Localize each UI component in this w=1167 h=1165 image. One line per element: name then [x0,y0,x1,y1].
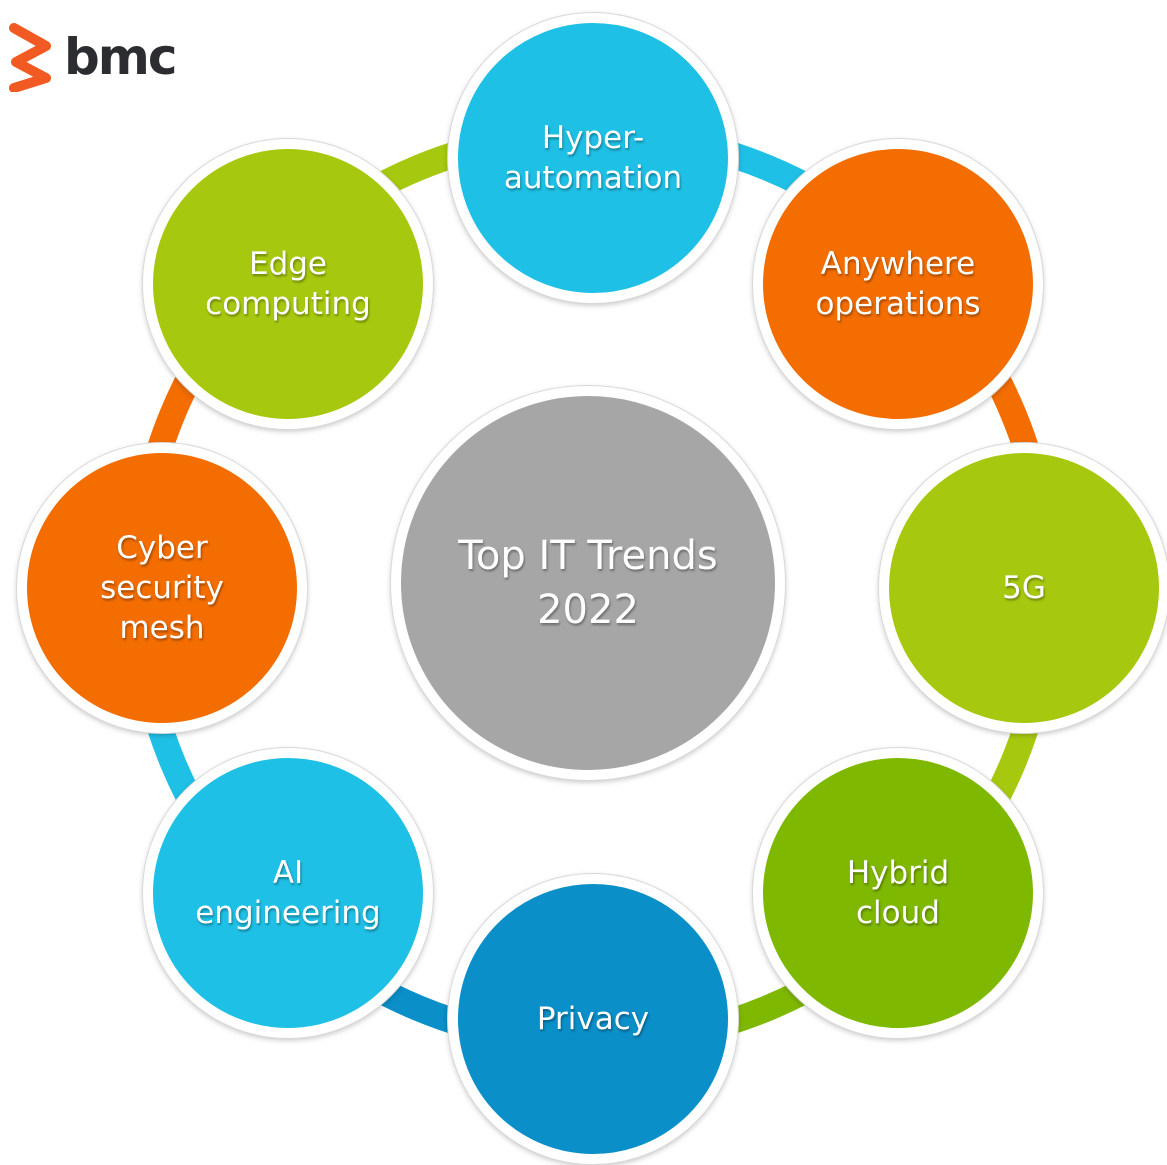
node-label: Hybrid cloud [846,855,950,931]
node-edge-computing: Edge computing [143,139,433,429]
bmc-logo: bmc [6,22,178,92]
node-label: Edge computing [205,246,371,322]
node-label: Hyper- automation [503,120,683,196]
node-ai-engineering: AI engineering [143,748,433,1038]
node-privacy: Privacy [448,874,738,1164]
node-label: Cyber security mesh [100,530,224,646]
center-topic-label: Top IT Trends 2022 [458,533,718,633]
node-label: Anywhere operations [815,246,981,322]
node-5g: 5G [879,443,1167,733]
node-hyper-automation: Hyper- automation [448,13,738,303]
bmc-chevron-icon [9,23,51,92]
center-topic: Top IT Trends 2022 [391,386,785,780]
node-anywhere-operations: Anywhere operations [753,139,1043,429]
node-label: Privacy [536,1001,650,1037]
node-cyber-security-mesh: Cyber security mesh [17,443,307,733]
node-hybrid-cloud: Hybrid cloud [753,748,1043,1038]
node-label: AI engineering [195,855,381,931]
bmc-logo-text: bmc [64,28,178,86]
node-label: 5G [1002,570,1046,606]
